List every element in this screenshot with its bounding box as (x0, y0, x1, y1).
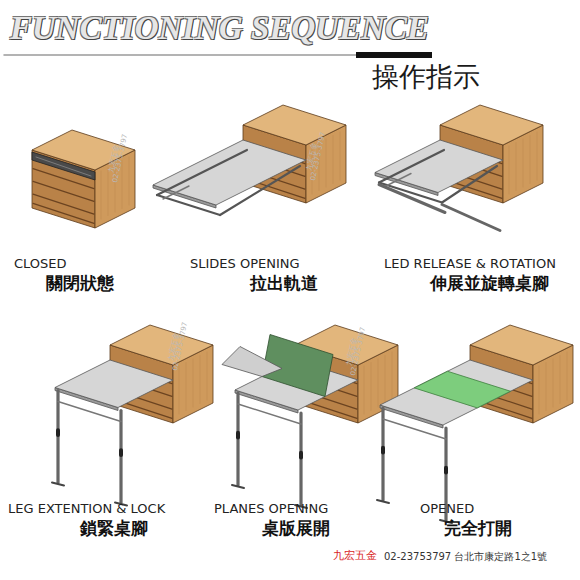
folding-plane-top (222, 347, 282, 377)
cabinet-top (110, 325, 213, 365)
wood-grain (179, 366, 180, 414)
wood-grain (364, 366, 365, 414)
slide-bracket (385, 174, 411, 187)
leg-crossbar (58, 402, 121, 422)
step-caption: LEG EXTENTION & LOCK (8, 502, 165, 516)
slide-rail (379, 150, 444, 183)
table-leg (119, 411, 122, 503)
step-caption: SLIDES OPENING (190, 257, 300, 271)
cabinet-top (440, 105, 543, 145)
table-leg (299, 413, 302, 505)
wood-grain (537, 132, 538, 180)
wood-grain (523, 139, 524, 187)
slide-bracket (163, 186, 189, 199)
leg-foot (232, 485, 244, 488)
panels (32, 105, 573, 523)
leg-foot (377, 500, 389, 503)
wood-grain (530, 136, 531, 184)
step-caption: PLANES OPENING (214, 502, 328, 516)
step-caption: CLOSED (14, 257, 67, 271)
leg-lock (299, 453, 303, 458)
leg-lock (56, 430, 60, 435)
wood-grain (509, 146, 510, 194)
cabinet-top (470, 325, 573, 365)
slide-rail (442, 166, 497, 203)
wood-grain (560, 356, 561, 404)
footer-text: 九宏五金 (333, 550, 377, 562)
drawer-line (33, 194, 94, 214)
wood-grain (385, 356, 386, 404)
step-caption: 伸展並旋轉桌腳 (430, 274, 549, 293)
wood-grain (200, 356, 201, 404)
wood-grain (392, 352, 393, 400)
leg-lock (236, 433, 240, 438)
table-leg (236, 393, 239, 485)
wood-grain (340, 132, 341, 180)
slide-rail (220, 166, 300, 215)
closed-table-edge (36, 157, 91, 176)
table-extension (414, 371, 510, 408)
leg-crossbar (238, 404, 301, 424)
wood-grain (207, 352, 208, 400)
leg-foot (52, 483, 64, 486)
wood-grain (326, 139, 327, 187)
wood-grain (567, 352, 568, 400)
title-bar (356, 52, 432, 58)
table-top (375, 140, 503, 193)
step-caption: 拉出軌道 (250, 274, 318, 293)
leg-lock (119, 450, 123, 455)
rotating-leg (379, 185, 445, 213)
wood-grain (546, 363, 547, 411)
wood-grain (129, 157, 130, 205)
step-caption: OPENED (420, 502, 474, 516)
leg-crossbar (383, 419, 446, 439)
wood-grain (186, 363, 187, 411)
wood-grain (333, 136, 334, 184)
wood-grain (193, 359, 194, 407)
closed-table-front (32, 152, 95, 180)
rotating-leg (442, 205, 500, 231)
leg-lock (381, 448, 385, 453)
drawer-line (33, 203, 94, 223)
wood-grain (371, 363, 372, 411)
wood-grain (553, 359, 554, 407)
subtitle: 操作指示 (372, 62, 480, 92)
wood-grain (378, 359, 379, 407)
slide-rail (157, 150, 247, 195)
cabinet-top (243, 105, 346, 145)
table-leg (381, 408, 384, 500)
table-leg (56, 391, 59, 483)
table-top (55, 360, 173, 408)
wood-grain (539, 366, 540, 414)
drawer-line (33, 181, 94, 201)
step-caption: LED RELEASE & ROTATION (384, 257, 556, 271)
diagram-title: FUNCTIONING SEQUENCE (10, 10, 429, 46)
wood-grain (516, 143, 517, 191)
step-caption: 鎖緊桌腳 (80, 519, 148, 538)
step-caption: 完全打開 (444, 519, 512, 538)
table-top (380, 360, 533, 425)
step-caption: 桌版展開 (262, 519, 330, 538)
leg-lock (444, 468, 448, 473)
wood-grain (101, 171, 102, 219)
footer-text: 02-23753797 台北市康定路1之1號 (384, 551, 547, 562)
wood-grain (108, 168, 109, 216)
title-rule (4, 54, 356, 56)
table-top (153, 140, 306, 205)
step-caption: 關閉狀態 (46, 274, 114, 293)
